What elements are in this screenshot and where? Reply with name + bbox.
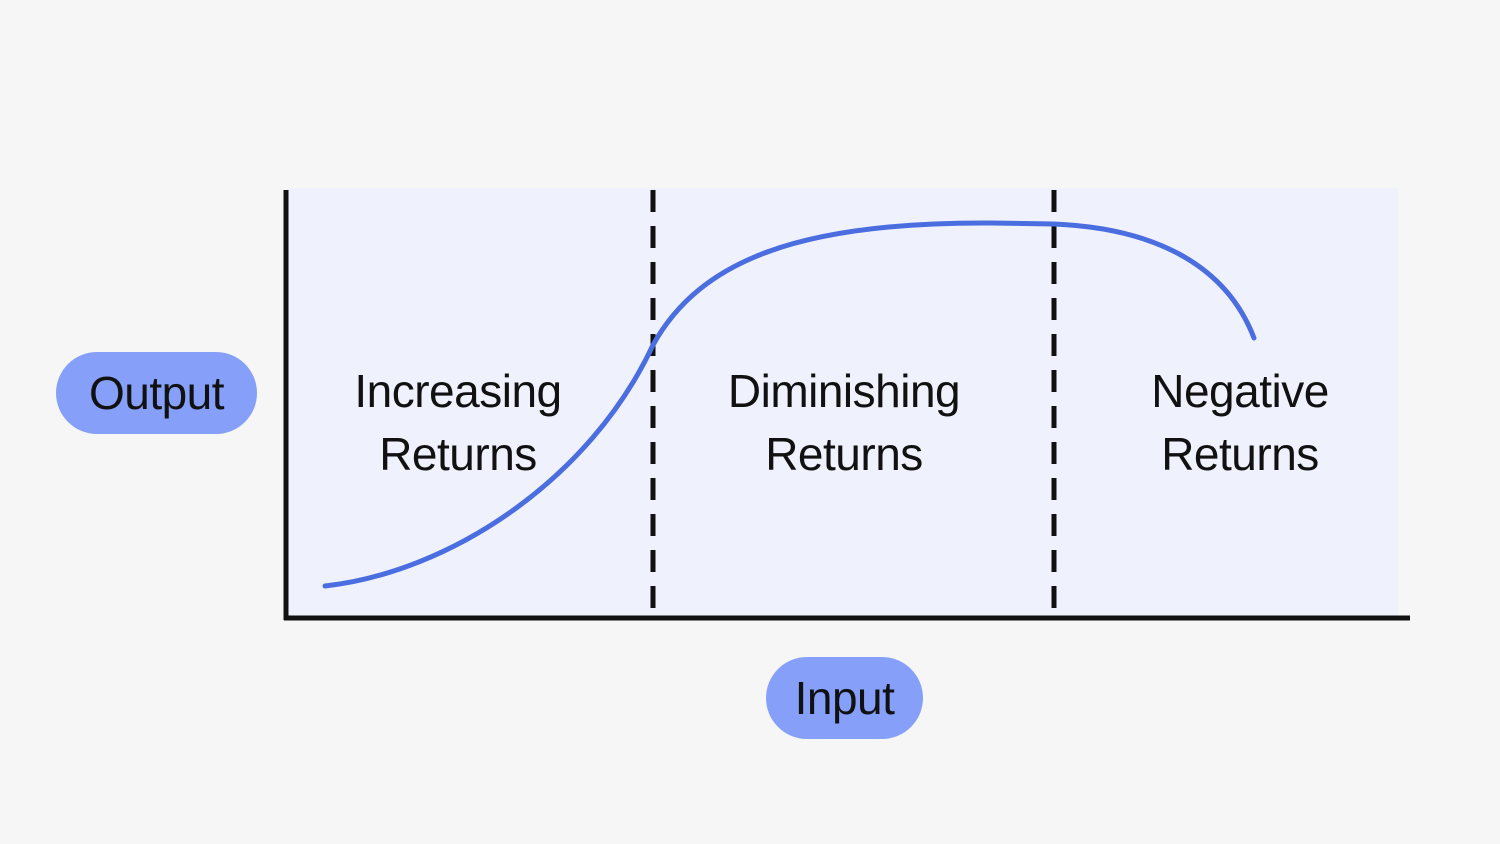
x-axis-label: Input <box>794 672 895 724</box>
production-curve <box>322 220 1257 589</box>
plot-area <box>287 188 1398 616</box>
y-axis-label-pill: Output <box>56 352 257 434</box>
region-label-increasing: Increasing Returns <box>318 360 598 486</box>
region-label-line1: Negative <box>1151 365 1329 417</box>
x-axis-label-pill: Input <box>766 657 923 739</box>
region-label-diminishing: Diminishing Returns <box>694 360 994 486</box>
region-label-line2: Returns <box>1161 428 1319 480</box>
y-axis-label: Output <box>88 367 225 419</box>
region-label-negative: Negative Returns <box>1100 360 1380 486</box>
region-label-line2: Returns <box>379 428 537 480</box>
region-label-line1: Increasing <box>354 365 562 417</box>
region-label-line1: Diminishing <box>727 365 961 417</box>
region-label-line2: Returns <box>765 428 923 480</box>
